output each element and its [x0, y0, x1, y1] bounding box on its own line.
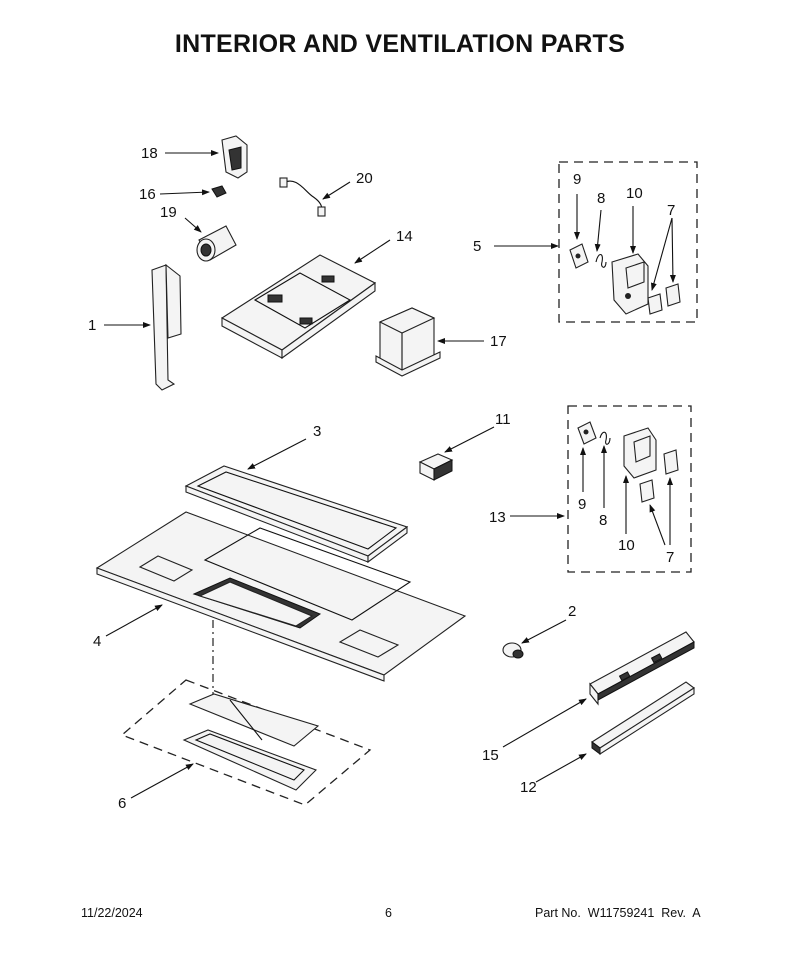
label-9-mid: 9 [578, 496, 587, 513]
part-9-switch-top [569, 243, 589, 269]
group-box-top-right [558, 161, 698, 323]
label-7-top: 7 [667, 202, 676, 219]
label-2: 2 [568, 603, 577, 620]
label-16: 16 [139, 186, 156, 203]
label-20: 20 [356, 170, 373, 187]
part-4-bottom-plate [95, 511, 467, 682]
part-10-bracket-top [611, 253, 649, 315]
part-9-switch-mid [577, 421, 597, 445]
page-title: INTERIOR AND VENTILATION PARTS [174, 30, 626, 58]
label-6: 6 [118, 795, 127, 812]
label-1: 1 [88, 317, 97, 334]
label-9-top: 9 [573, 171, 582, 188]
part-14-plate [220, 254, 377, 360]
part-20-wire [279, 177, 326, 217]
part-8-spring-mid [599, 431, 611, 445]
label-7-mid: 7 [666, 549, 675, 566]
part-17-transformer [375, 307, 441, 377]
label-18: 18 [141, 145, 158, 162]
label-15: 15 [482, 747, 499, 764]
part-2-knob [502, 642, 524, 659]
label-19: 19 [160, 204, 177, 221]
part-8-spring-top [595, 253, 607, 268]
label-4: 4 [93, 633, 102, 650]
label-12: 12 [520, 779, 537, 796]
part-12-bar [591, 681, 695, 756]
label-10-top: 10 [626, 185, 643, 202]
part-18-bracket [221, 135, 248, 179]
footer-date: 11/22/2024 [81, 906, 143, 920]
part-19-capacitor [196, 225, 237, 262]
part-16-clip [211, 185, 227, 198]
label-8-mid: 8 [599, 512, 608, 529]
label-5: 5 [473, 238, 482, 255]
group-box-filter [120, 679, 372, 806]
label-17: 17 [490, 333, 507, 350]
label-3: 3 [313, 423, 322, 440]
leader-lines [104, 150, 676, 799]
group-box-mid-right [567, 405, 692, 573]
label-14: 14 [396, 228, 413, 245]
label-11: 11 [495, 411, 511, 428]
label-10-mid: 10 [618, 537, 635, 554]
part-1-bracket [151, 263, 182, 391]
part-7-switch-top-a [647, 293, 663, 315]
footer-page-number: 6 [385, 906, 392, 920]
part-7-switch-top-b [665, 283, 681, 307]
part-6-filter [182, 693, 320, 791]
part-11-block [418, 453, 454, 481]
label-13: 13 [489, 509, 506, 526]
part-7-switch-mid-a [639, 479, 655, 503]
part-10-bracket-mid [623, 427, 657, 479]
part-7-switch-mid-b [663, 449, 679, 475]
label-8-top: 8 [597, 190, 606, 207]
part-15-rail [589, 631, 695, 706]
part-3-panel [184, 465, 409, 564]
footer-part-number: Part No. W11759241 Rev. A [535, 906, 701, 920]
